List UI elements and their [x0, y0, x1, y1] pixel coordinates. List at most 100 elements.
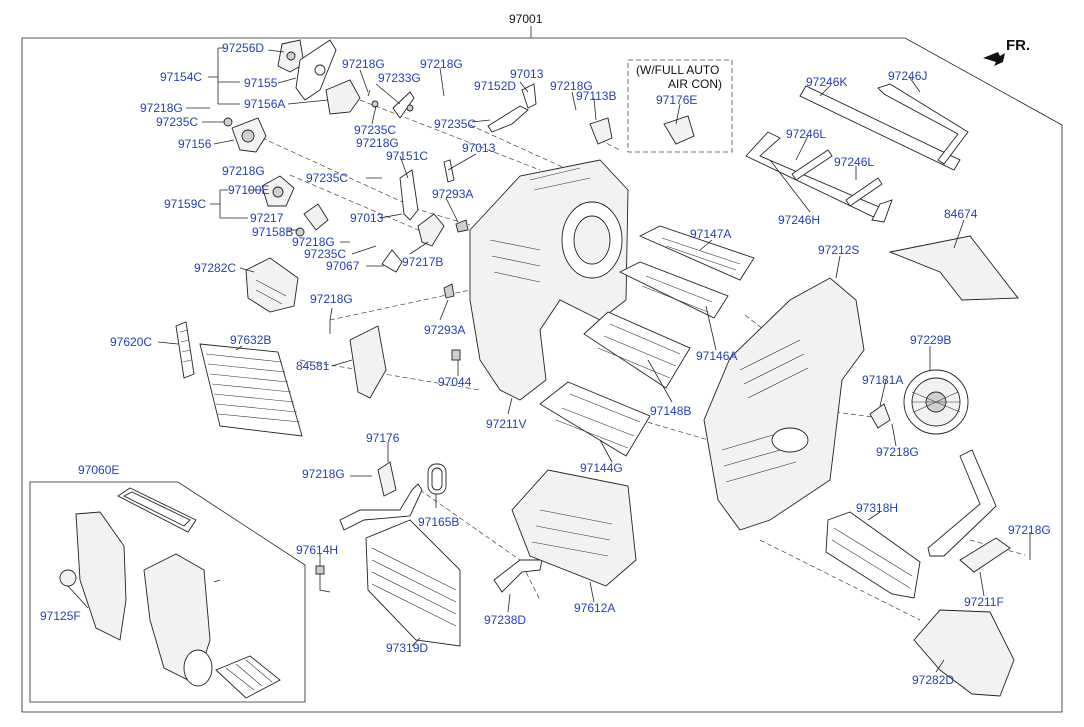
part-label: 97146A: [696, 349, 737, 363]
part-label: 97156: [178, 137, 212, 151]
screw: [367, 89, 371, 97]
part-label: 97013: [350, 211, 384, 225]
part-label: 97246J: [888, 69, 927, 83]
part-label: 97218G: [356, 136, 399, 150]
rod-97013b: [443, 159, 455, 183]
part-label: 97044: [438, 375, 472, 389]
assembly-line: [239, 127, 471, 226]
part-label: 97620C: [110, 335, 152, 349]
part-label: 97293A: [424, 323, 465, 337]
part-label: 97217: [250, 211, 284, 225]
lever-97151c: [399, 169, 419, 221]
part-label: 97159C: [164, 197, 206, 211]
bracket-97159c: [210, 189, 248, 219]
assembly-line: [299, 359, 481, 391]
part-label: 97100E: [228, 183, 269, 197]
part-label: 97218G: [222, 164, 265, 178]
housing-97211v: [469, 159, 629, 401]
part-label: 97246L: [786, 127, 826, 141]
part-label: 97218G: [310, 292, 353, 306]
filter-97620c: [175, 321, 195, 379]
lever-97156a: [325, 79, 361, 115]
pipe: [339, 483, 423, 531]
screw: [213, 579, 221, 583]
part-label-97176e: 97176E: [656, 93, 697, 107]
part-label: 97158B: [252, 225, 293, 239]
lever-97067: [381, 249, 403, 273]
part-label: 97113B: [576, 89, 616, 103]
note-box-frame: [627, 59, 733, 153]
clip-97293a-b: [443, 283, 455, 299]
part-label: 97154C: [160, 70, 202, 84]
part-label: 97144G: [580, 461, 623, 475]
clip-97293a: [455, 219, 469, 233]
part-label: 97013: [510, 67, 544, 81]
part-label: 97152D: [474, 79, 516, 93]
part-label: 97318H: [856, 501, 898, 515]
actuator-97125f: [59, 569, 77, 587]
assembly-line: [759, 539, 921, 621]
part-label: 97155: [244, 76, 278, 90]
part-label: 97067: [326, 259, 360, 273]
rod-97013: [521, 83, 537, 109]
part-label: 97293A: [432, 187, 473, 201]
case-97612a: [511, 469, 637, 587]
sensor-tip: [315, 565, 325, 575]
part-label: 97218G: [1008, 523, 1051, 537]
part-label: 84674: [944, 207, 978, 221]
part-label: 97176: [366, 431, 400, 445]
bracket-97154c: [208, 47, 240, 105]
lever-97233g: [392, 91, 415, 119]
part-label: 97235C: [304, 247, 346, 261]
part-label: 97246H: [778, 213, 820, 227]
seal-frame: [117, 487, 197, 533]
clip-97235c: [223, 117, 233, 127]
part-label: 97218G: [876, 445, 919, 459]
part-label: 97218G: [140, 101, 183, 115]
part-label: 97229B: [910, 333, 951, 347]
part-label: 97632B: [230, 333, 271, 347]
title-number: 97001: [509, 12, 543, 26]
duct-97282d: [913, 609, 1015, 697]
part-label: 97235C: [306, 171, 348, 185]
housing-97212s: [703, 277, 865, 531]
oring-inner: [431, 467, 443, 491]
blower-97229b: [903, 369, 969, 435]
part-label: 97217B: [402, 255, 443, 269]
part-label: 97612A: [574, 601, 615, 615]
part-label: 97148B: [650, 404, 691, 418]
valve-97176: [377, 461, 397, 497]
front-indicator: FR.: [1006, 37, 1030, 54]
evaporator-97319d: [365, 519, 461, 647]
door-97144g: [539, 381, 651, 457]
part-label: 97319D: [386, 641, 428, 655]
seal-97246l-a: [791, 149, 833, 181]
shaft-97217b: [417, 213, 445, 247]
duct-97060e-left: [75, 511, 127, 641]
part-label: 97218G: [342, 57, 385, 71]
part-label: 97156A: [244, 97, 285, 111]
part-label: 97246K: [806, 75, 847, 89]
part-label: 97013: [462, 141, 496, 155]
grille: [215, 655, 281, 699]
gear-97156: [231, 117, 267, 153]
assembly-line: [359, 99, 541, 171]
part-label: 97211F: [964, 595, 1004, 609]
sensor-97614h: [319, 570, 331, 593]
seal-97246k: [799, 85, 961, 171]
seal-97246l-b: [845, 177, 883, 207]
part-label: 97282D: [912, 673, 954, 687]
note-line-2: AIR CON): [668, 77, 722, 91]
actuator-97217: [303, 203, 329, 231]
part-label: 97235C: [354, 123, 396, 137]
part-label: 97218G: [302, 467, 345, 481]
part-label: 97218G: [292, 235, 335, 249]
assembly-line: [289, 174, 431, 236]
duct-97060e-right: [143, 553, 213, 687]
lever-97152d: [487, 105, 529, 133]
assembly-line: [469, 124, 581, 176]
motor-97282c: [245, 257, 299, 313]
seal-97246h: [745, 131, 893, 223]
part-label: 84581: [296, 359, 330, 373]
note-line-1: (W/FULL AUTO: [636, 63, 719, 77]
